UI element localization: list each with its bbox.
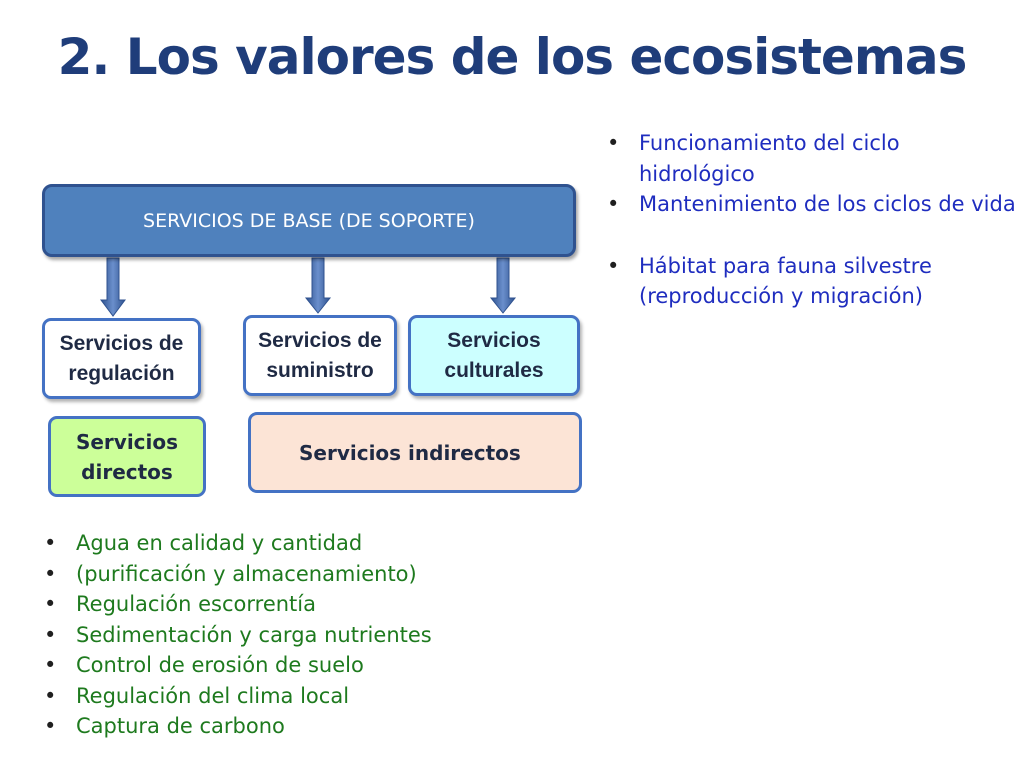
culturales-line-2: culturales bbox=[444, 358, 544, 382]
servicios-directos-box: Servicios directos bbox=[48, 416, 206, 497]
directos-line-1: Servicios bbox=[75, 429, 179, 454]
right-bullet-item: Hábitat para fauna silvestre (reproducci… bbox=[603, 251, 1018, 312]
bottom-bullet-item: Control de erosión de suelo bbox=[40, 650, 600, 681]
bottom-bullet-item: Regulación escorrentía bbox=[40, 589, 600, 620]
bottom-bullet-item: (purificación y almacenamiento) bbox=[40, 559, 600, 590]
regulacion-line-2: regulación bbox=[68, 361, 175, 385]
suministro-line-1: Servicios de bbox=[258, 328, 382, 352]
bottom-bullet-item: Captura de carbono bbox=[40, 711, 600, 742]
servicios-base-box: SERVICIOS DE BASE (DE SOPORTE) bbox=[42, 184, 576, 257]
right-bullet-item: Mantenimiento de los ciclos de vida bbox=[603, 189, 1018, 220]
arrow-to-regulacion bbox=[100, 257, 126, 317]
servicios-regulacion-box: Servicios de regulación bbox=[42, 318, 201, 399]
bottom-bullet-list: Agua en calidad y cantidad (purificación… bbox=[40, 528, 600, 742]
servicios-culturales-box: Servicios culturales bbox=[408, 315, 580, 396]
servicios-suministro-box: Servicios de suministro bbox=[243, 315, 397, 396]
servicios-indirectos-box: Servicios indirectos bbox=[248, 412, 582, 493]
bottom-bullet-item: Agua en calidad y cantidad bbox=[40, 528, 600, 559]
directos-line-2: directos bbox=[81, 459, 173, 484]
right-bullet-item: Funcionamiento del ciclo hidrológico bbox=[603, 128, 1018, 189]
right-bullet-list: Funcionamiento del ciclo hidrológico Man… bbox=[603, 128, 1018, 312]
culturales-line-1: Servicios bbox=[447, 328, 541, 352]
arrow-to-suministro bbox=[304, 257, 332, 314]
bottom-bullet-item: Sedimentación y carga nutrientes bbox=[40, 620, 600, 651]
suministro-line-2: suministro bbox=[266, 358, 374, 382]
arrow-to-culturales bbox=[489, 257, 517, 314]
regulacion-line-1: Servicios de bbox=[59, 331, 184, 355]
bottom-bullet-item: Regulación del clima local bbox=[40, 681, 600, 712]
slide-title: 2. Los valores de los ecosistemas bbox=[57, 28, 968, 86]
